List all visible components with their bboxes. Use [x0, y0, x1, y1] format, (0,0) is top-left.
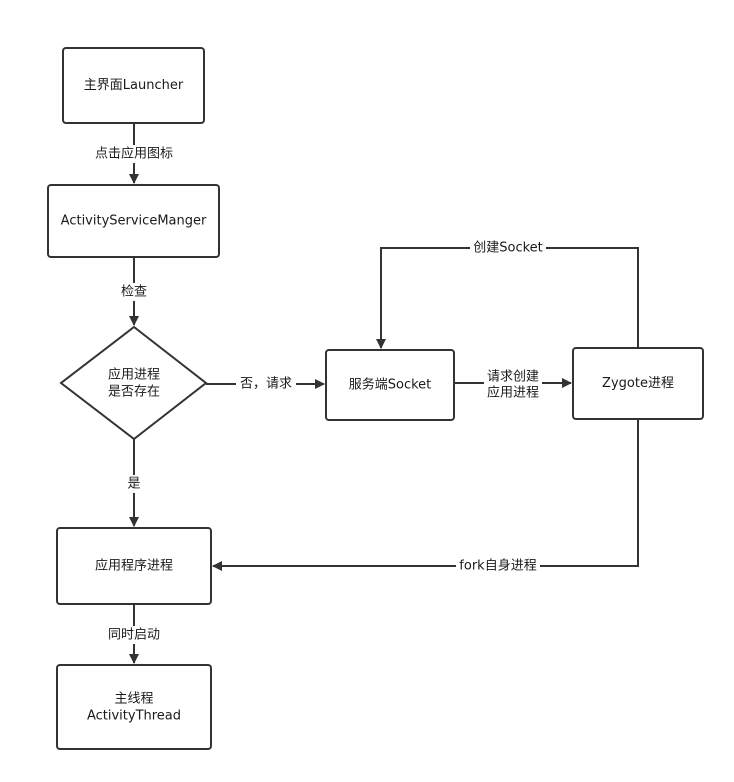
edge-label-fork-self: fork自身进程	[459, 558, 536, 574]
node-launcher: 主界面Launcher	[62, 47, 205, 124]
edge-zygote-to-app-process: fork自身进程	[212, 419, 639, 575]
edge-decision-to-app-process: 是	[124, 439, 144, 527]
edge-decision-to-server-socket: 否，请求	[206, 375, 325, 393]
edge-launcher-to-ams: 点击应用图标	[92, 123, 176, 184]
edge-label-request-create-line2: 应用进程	[487, 385, 539, 401]
edge-label-no-request: 否，请求	[240, 377, 292, 392]
node-zygote-label: Zygote进程	[602, 376, 674, 391]
node-activity-service-manager-label: ActivityServiceManger	[61, 214, 207, 229]
edge-ams-to-decision: 检查	[116, 257, 152, 326]
node-server-socket: 服务端Socket	[325, 349, 455, 421]
edge-label-request-create-line1: 请求创建	[487, 370, 539, 385]
node-main-thread-label-line2: ActivityThread	[87, 709, 181, 724]
edge-label-check: 检查	[121, 285, 147, 300]
node-decision-label-line1: 应用进程	[108, 367, 160, 383]
node-decision-label-line2: 是否存在	[108, 385, 160, 400]
node-zygote: Zygote进程	[572, 347, 704, 420]
node-activity-service-manager: ActivityServiceManger	[47, 184, 220, 258]
node-launcher-label: 主界面Launcher	[84, 78, 184, 93]
edge-label-yes: 是	[127, 477, 140, 492]
edge-server-socket-to-zygote: 请求创建 应用进程	[454, 367, 572, 402]
edge-label-start-simultaneously: 同时启动	[108, 628, 160, 643]
node-decision-process-exists: 应用进程 是否存在	[59, 325, 208, 441]
node-main-thread-label-line1: 主线程	[114, 692, 153, 707]
edge-zygote-to-server-socket: 创建Socket	[376, 239, 639, 349]
edge-label-create-socket: 创建Socket	[473, 241, 543, 256]
node-app-process: 应用程序进程	[56, 527, 212, 605]
node-server-socket-label: 服务端Socket	[349, 377, 432, 393]
edge-app-process-to-main-thread: 同时启动	[104, 604, 164, 664]
node-main-thread: 主线程 ActivityThread	[56, 664, 212, 750]
node-app-process-label: 应用程序进程	[95, 558, 173, 574]
edge-label-click-icon: 点击应用图标	[95, 146, 173, 162]
